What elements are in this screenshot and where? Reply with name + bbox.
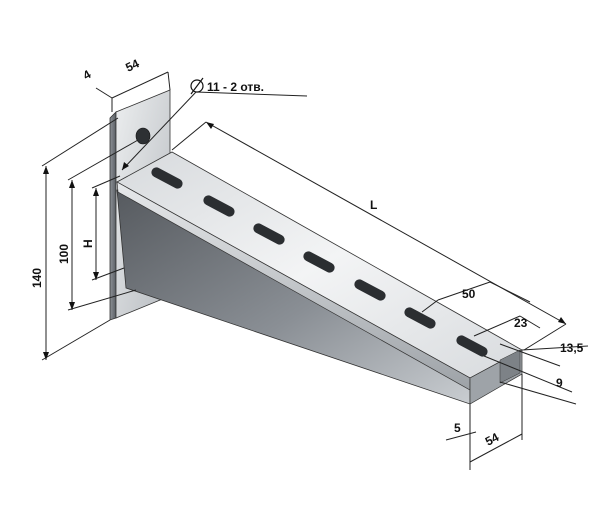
- dim-height-total: 140: [30, 268, 44, 288]
- bracket-body: [109, 89, 523, 405]
- slot: [151, 167, 183, 189]
- dim-arm-width: 54: [483, 430, 502, 449]
- mount-hole-upper: [135, 127, 151, 145]
- dim-slot-width: 9: [556, 376, 563, 390]
- wall-plate-edge: [109, 111, 117, 321]
- slot: [404, 307, 436, 329]
- slot: [303, 251, 335, 273]
- slot: [203, 195, 235, 217]
- dimension-arrows: [43, 122, 566, 360]
- slot: [354, 279, 386, 301]
- dim-hole-note: 11 - 2 отв.: [207, 80, 264, 94]
- dimension-lines: [41, 71, 589, 470]
- dim-height-var: H: [81, 239, 95, 248]
- diameter-icon: [190, 77, 204, 95]
- slots: [151, 167, 488, 357]
- dim-height-holes: 100: [57, 244, 71, 264]
- dim-length: L: [370, 198, 377, 212]
- dim-slot-offset: 13,5: [560, 341, 584, 355]
- slot: [456, 335, 488, 357]
- dim-plate-width: 54: [123, 56, 141, 74]
- dim-slot-len: 23: [514, 316, 528, 330]
- dim-slot-pitch: 50: [462, 287, 476, 301]
- slot: [253, 223, 285, 245]
- dim-thickness: 4: [81, 67, 94, 83]
- dim-flange: 5: [454, 421, 461, 435]
